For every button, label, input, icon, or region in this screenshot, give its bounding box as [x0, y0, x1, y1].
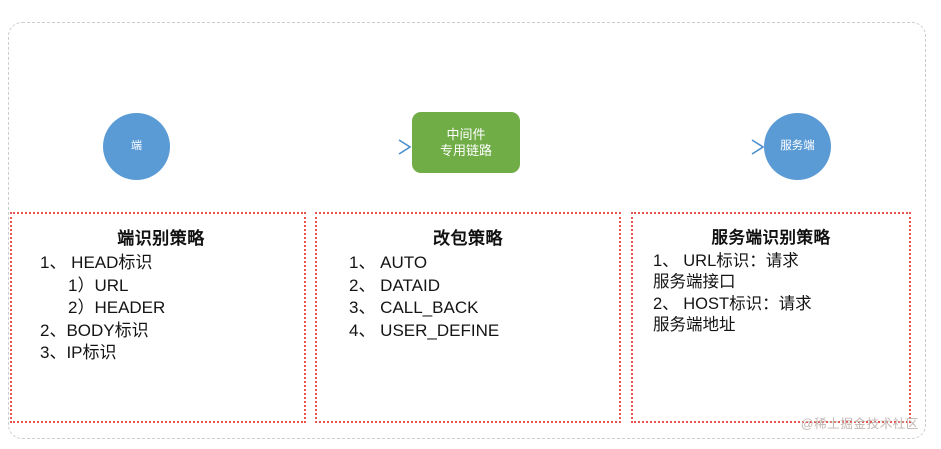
- list-item: 1、 URL标识：请求: [653, 252, 799, 270]
- watermark: @稀土掘金技术社区: [800, 417, 919, 431]
- node-middleware-label-line1: 中间件: [446, 126, 486, 142]
- panel-server-list: 1、 URL标识：请求 服务端接口 2、 HOST标识：请求 服务端地址: [643, 251, 899, 337]
- panel-repack-strategy: 改包策略 1、 AUTO 2、 DATAID 3、 CALL_BACK 4、 U…: [315, 212, 621, 423]
- list-item: 服务端地址: [653, 316, 736, 335]
- panel-repack-list: 1、 AUTO 2、 DATAID 3、 CALL_BACK 4、 USER_D…: [327, 252, 609, 342]
- node-server-label: 服务端: [780, 140, 815, 153]
- list-item: 3、 CALL_BACK: [349, 298, 479, 318]
- list-item: 3、IP标识: [40, 343, 117, 363]
- panel-client-title: 端识别策略: [117, 229, 205, 248]
- list-item: 2、BODY标识: [40, 320, 149, 340]
- list-item: 2、 DATAID: [349, 275, 440, 295]
- list-item: 2）HEADER: [68, 298, 166, 318]
- list-item: 服务端接口: [653, 273, 736, 292]
- arrow-middleware-to-server: [517, 132, 769, 162]
- node-client-label: 端: [131, 139, 142, 152]
- outer-dashed-frame: [8, 22, 926, 439]
- panel-client-strategy: 端识别策略 1、 HEAD标识 1）URL 2）HEADER 2、BODY标识 …: [10, 212, 306, 423]
- list-item: 1、 AUTO: [349, 253, 428, 272]
- list-item: 1）URL: [68, 275, 129, 295]
- panel-server-strategy: 服务端识别策略 1、 URL标识：请求 服务端接口 2、 HOST标识：请求 服…: [631, 212, 911, 423]
- node-client-circle[interactable]: 端: [103, 113, 170, 180]
- panel-server-title: 服务端识别策略: [711, 229, 831, 247]
- arrow-client-to-middleware: [166, 132, 416, 162]
- panel-repack-title: 改包策略: [433, 229, 503, 248]
- node-server-circle[interactable]: 服务端: [764, 113, 831, 180]
- list-item: 1、 HEAD标识: [40, 253, 153, 272]
- node-middleware-label-line2: 专用链路: [439, 142, 492, 158]
- list-item: 2、 HOST标识：请求: [653, 294, 812, 313]
- panel-client-list: 1、 HEAD标识 1）URL 2）HEADER 2、BODY标识 3、IP标识: [22, 252, 294, 365]
- node-middleware-box[interactable]: 中间件 专用链路: [412, 112, 520, 173]
- list-item: 4、 USER_DEFINE: [349, 320, 500, 340]
